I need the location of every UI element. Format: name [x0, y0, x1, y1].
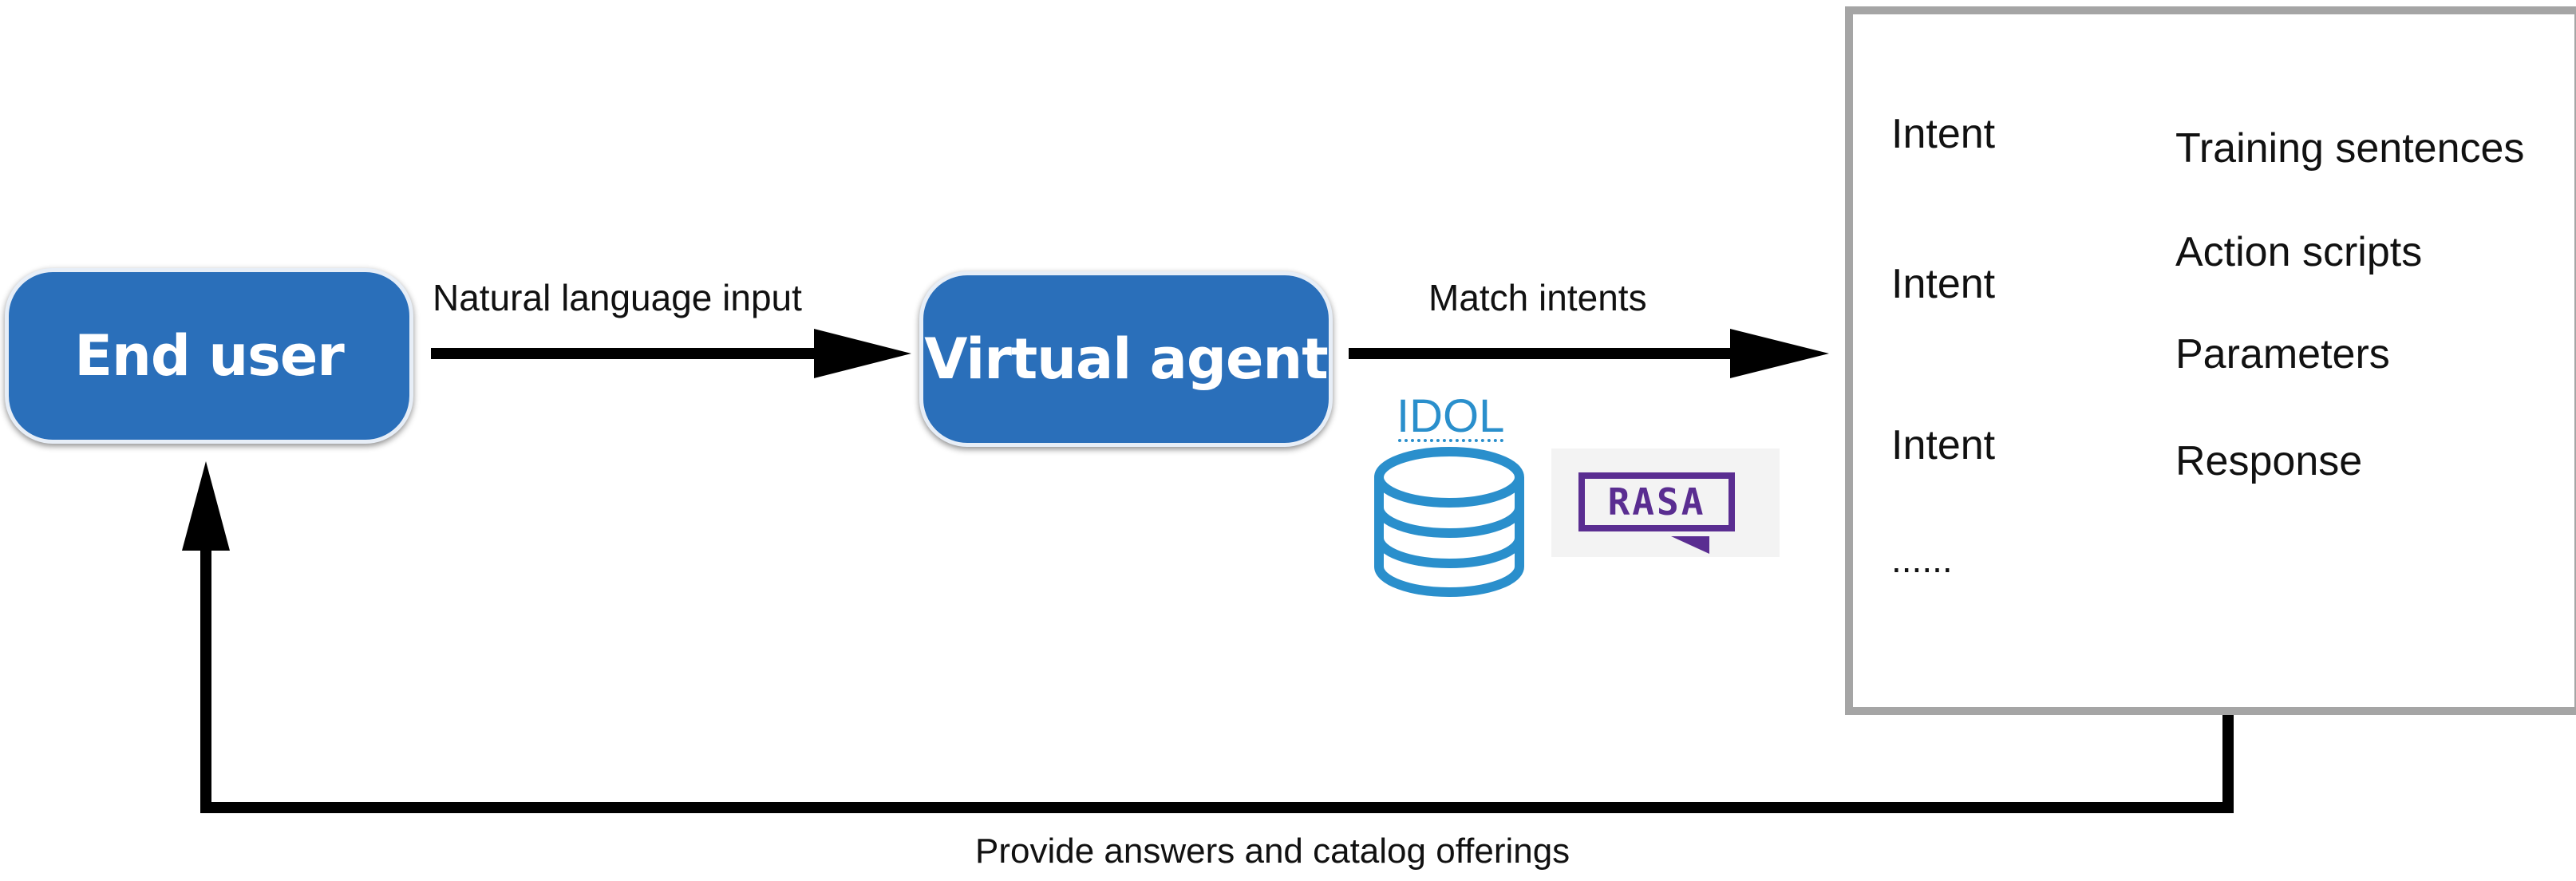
intent-label-1: Intent — [1891, 111, 1996, 157]
attr-parameters: Parameters — [2175, 331, 2390, 377]
attr-training-sentences: Training sentences — [2175, 125, 2525, 172]
idol-logo-underline — [1398, 439, 1503, 442]
natural-language-input-label: Natural language input — [433, 277, 802, 318]
feedback-loop-head — [182, 461, 230, 551]
intent-label-2: Intent — [1891, 261, 1996, 307]
provide-answers-label: Provide answers and catalog offerings — [975, 832, 1570, 871]
rasa-logo: RASA — [1551, 448, 1780, 557]
feedback-loop-line — [200, 527, 2234, 813]
intent-label-3: Intent — [1891, 422, 1996, 468]
rasa-logo-word: RASA — [1578, 472, 1735, 531]
virtual-agent-label: Virtual agent — [924, 326, 1328, 392]
end-user-node: End user — [5, 268, 413, 444]
rasa-speech-tail — [1671, 536, 1709, 554]
match-intents-label: Match intents — [1428, 277, 1647, 318]
arrow-input-head — [814, 329, 911, 378]
virtual-agent-node: Virtual agent — [919, 271, 1333, 447]
intent-panel — [1845, 6, 2576, 715]
idol-logo-text: IDOL — [1397, 390, 1505, 442]
database-icon — [1374, 447, 1524, 597]
intent-ellipsis: ...... — [1891, 539, 1953, 580]
attr-action-scripts: Action scripts — [2175, 229, 2423, 275]
attr-response: Response — [2175, 438, 2363, 484]
arrow-match-head — [1730, 329, 1829, 378]
end-user-label: End user — [74, 323, 345, 389]
